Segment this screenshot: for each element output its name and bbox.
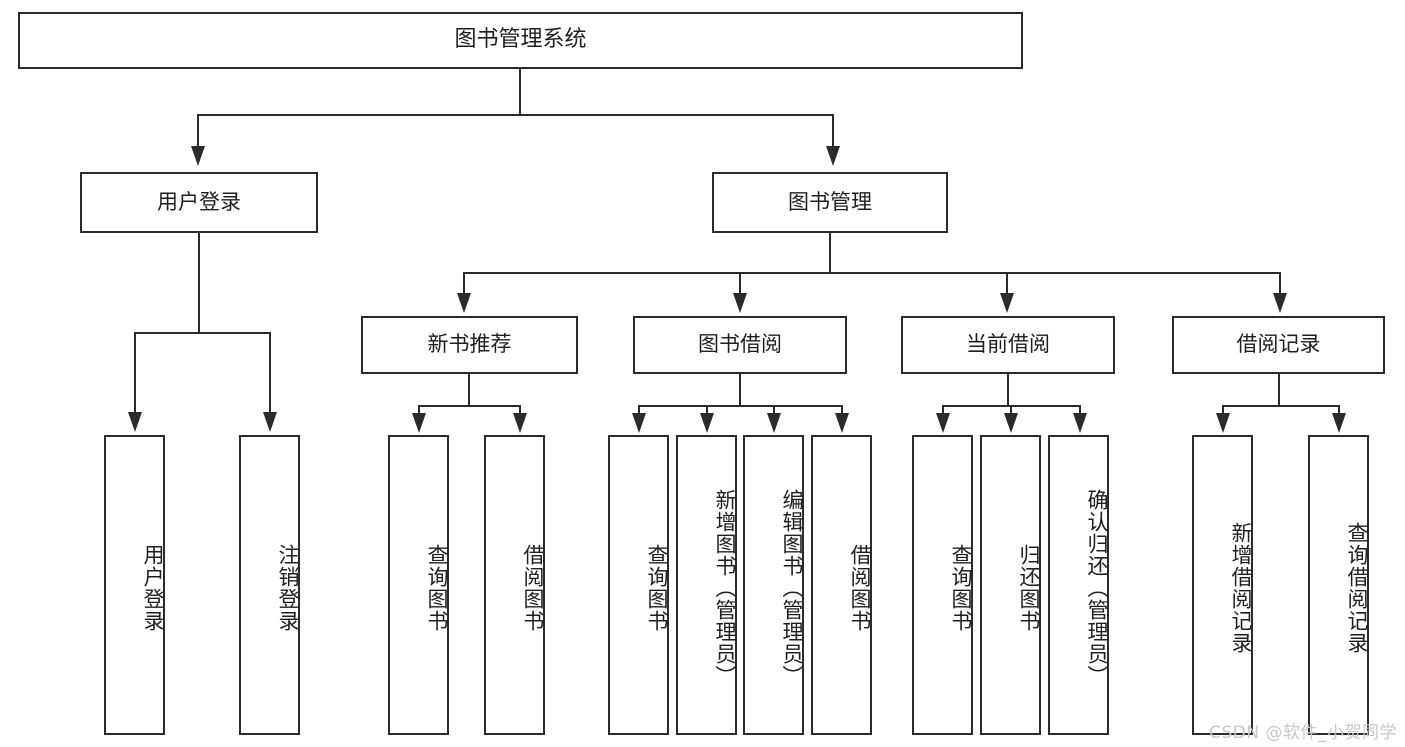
connector-nbr-bus (418, 405, 521, 407)
arrowhead-icon (263, 412, 277, 432)
node-new-book-recommend[interactable]: 新书推荐 (361, 316, 578, 374)
arrowhead-icon (513, 413, 527, 433)
connector-cb-child-1 (942, 405, 944, 414)
arrowhead-icon (700, 413, 714, 433)
connector-user-login-child-2 (269, 332, 271, 413)
connector-to-user-login (197, 114, 199, 147)
arrowhead-icon (632, 413, 646, 433)
connector-cb-child-2 (1010, 405, 1012, 414)
leaf-bb-add-book-admin[interactable]: 新增图书（管理员） (676, 435, 737, 735)
leaf-nbr-borrow-book[interactable]: 借阅图书 (484, 435, 545, 735)
connector-user-login-bus (134, 332, 271, 334)
arrowhead-icon (457, 293, 471, 313)
connector-nbr-child-1 (418, 405, 420, 414)
connector-br-child-2 (1338, 405, 1340, 414)
node-book-borrow[interactable]: 图书借阅 (633, 316, 847, 374)
connector-bb-stem (739, 374, 741, 406)
connector-user-login-stem (198, 233, 200, 333)
node-label: 图书管理 (788, 189, 872, 214)
arrowhead-icon (1216, 413, 1230, 433)
node-label: 图书借阅 (698, 332, 782, 357)
arrowhead-icon (1073, 413, 1087, 433)
arrowhead-icon (835, 413, 849, 433)
connector-bb-child-1 (638, 405, 640, 414)
node-label: 借阅图书 (521, 544, 545, 632)
arrowhead-icon (1004, 413, 1018, 433)
arrowhead-icon (1000, 293, 1014, 313)
connector-bm-child-4 (1279, 272, 1281, 294)
connector-nbr-child-2 (519, 405, 521, 414)
connector-bb-child-4 (841, 405, 843, 414)
connector-cb-child-3 (1079, 405, 1081, 414)
arrowhead-icon (128, 412, 142, 432)
arrowhead-icon (1273, 293, 1287, 313)
node-label: 查询图书 (949, 544, 973, 632)
node-current-borrow[interactable]: 当前借阅 (901, 316, 1115, 374)
node-label: 注销登录 (276, 544, 300, 632)
connector-br-bus (1222, 405, 1340, 407)
connector-user-login-child-1 (134, 332, 136, 413)
leaf-bb-borrow-book[interactable]: 借阅图书 (811, 435, 872, 735)
connector-book-management-bus (463, 272, 1280, 274)
leaf-cb-return-book[interactable]: 归还图书 (980, 435, 1041, 735)
leaf-bb-query-book[interactable]: 查询图书 (608, 435, 669, 735)
connector-to-book-management (832, 114, 834, 147)
connector-root-bus (197, 114, 834, 116)
node-label: 当前借阅 (966, 332, 1050, 357)
node-root-book-management-system[interactable]: 图书管理系统 (18, 12, 1023, 69)
leaf-nbr-query-book[interactable]: 查询图书 (388, 435, 449, 735)
connector-br-stem (1278, 374, 1280, 406)
connector-bb-child-2 (706, 405, 708, 414)
node-label: 查询图书 (645, 544, 669, 632)
leaf-user-logout[interactable]: 注销登录 (239, 435, 300, 735)
connector-cb-stem (1007, 374, 1009, 406)
node-label: 图书管理系统 (454, 27, 587, 53)
connector-bb-bus (638, 405, 843, 407)
leaf-cb-confirm-return-admin[interactable]: 确认归还（管理员） (1048, 435, 1109, 735)
leaf-user-login[interactable]: 用户登录 (104, 435, 165, 735)
node-label: 编辑图书（管理员） (780, 489, 804, 687)
arrowhead-icon (767, 413, 781, 433)
connector-br-child-1 (1222, 405, 1224, 414)
arrowhead-icon (412, 413, 426, 433)
arrowhead-icon (826, 146, 840, 166)
leaf-cb-query-book[interactable]: 查询图书 (912, 435, 973, 735)
node-label: 借阅记录 (1236, 332, 1321, 357)
node-label: 查询图书 (425, 544, 449, 632)
node-borrow-record[interactable]: 借阅记录 (1172, 316, 1385, 374)
arrowhead-icon (733, 293, 747, 313)
leaf-br-add-record[interactable]: 新增借阅记录 (1192, 435, 1253, 735)
connector-bm-child-2 (739, 272, 741, 294)
node-user-login[interactable]: 用户登录 (80, 172, 318, 233)
node-label: 归还图书 (1017, 544, 1041, 632)
node-label: 用户登录 (157, 189, 241, 214)
connector-bm-child-3 (1006, 272, 1008, 294)
node-label: 确认归还（管理员） (1085, 489, 1109, 687)
node-label: 借阅图书 (848, 544, 872, 632)
node-label: 新书推荐 (427, 332, 512, 357)
node-book-management[interactable]: 图书管理 (712, 172, 948, 233)
arrowhead-icon (936, 413, 950, 433)
connector-bm-child-1 (463, 272, 465, 294)
node-label: 查询借阅记录 (1345, 522, 1369, 654)
node-label: 新增图书（管理员） (713, 489, 737, 687)
node-label: 新增借阅记录 (1229, 522, 1253, 654)
arrowhead-icon (1332, 413, 1346, 433)
leaf-br-query-record[interactable]: 查询借阅记录 (1308, 435, 1369, 735)
csdn-watermark: CSDN @软件_小贺同学 (1209, 723, 1397, 743)
connector-root-stem (519, 69, 521, 115)
connector-book-management-stem (829, 233, 831, 273)
node-label: 用户登录 (141, 544, 165, 632)
connector-nbr-stem (468, 374, 470, 406)
connector-bb-child-3 (773, 405, 775, 414)
leaf-bb-edit-book-admin[interactable]: 编辑图书（管理员） (743, 435, 804, 735)
arrowhead-icon (191, 146, 205, 166)
